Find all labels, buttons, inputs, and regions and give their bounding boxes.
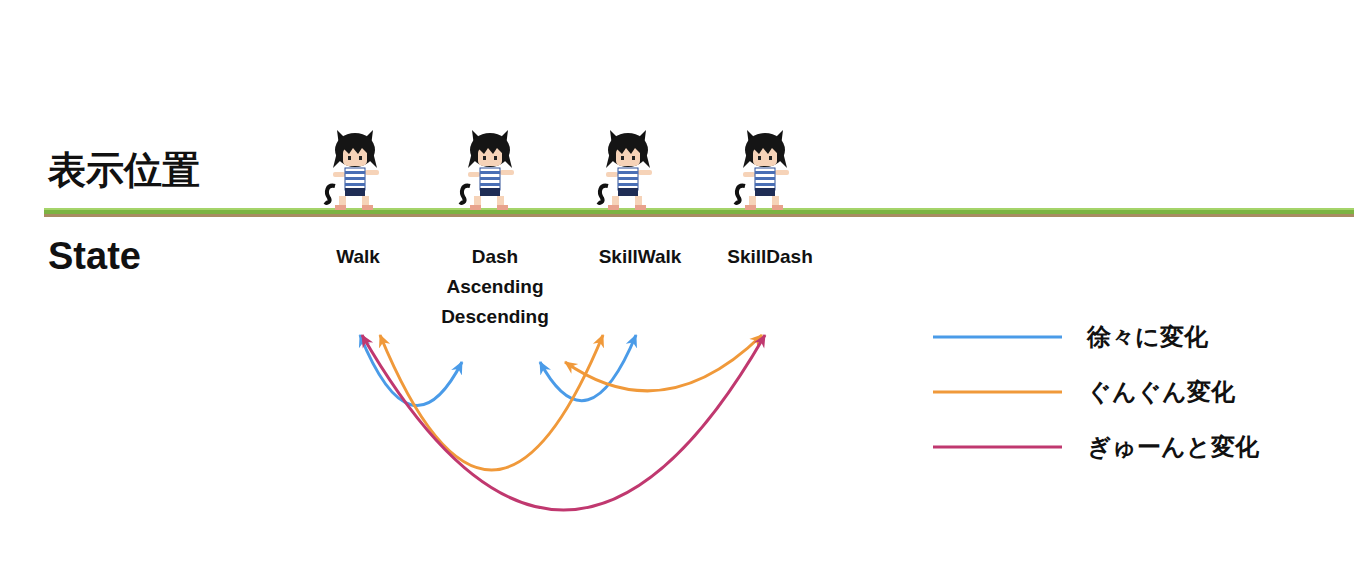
state-node: Walk <box>320 242 396 335</box>
legend-label: 徐々に変化 <box>1087 322 1208 352</box>
transition-arrow <box>360 335 462 406</box>
legend-line <box>933 446 1062 449</box>
cat-sprite <box>325 130 379 210</box>
legend-line <box>933 336 1062 339</box>
ground-line <box>44 214 1354 217</box>
transition-arrow <box>565 335 762 391</box>
row-label: State <box>48 234 141 278</box>
legend-line <box>933 391 1062 394</box>
transition-arrow <box>380 335 603 470</box>
legend-label: ぐんぐん変化 <box>1087 377 1235 407</box>
transition-arrow <box>362 335 765 510</box>
legend-label: ぎゅーんと変化 <box>1087 432 1259 462</box>
grass-highlight <box>44 208 1354 210</box>
cat-sprite <box>598 130 652 210</box>
state-name: Walk <box>320 242 396 272</box>
state-node: SkillWalk <box>585 242 695 335</box>
state-node: SkillDash <box>715 242 825 335</box>
state-name: SkillWalk <box>585 242 695 272</box>
state-name: Dash Ascending Descending <box>430 242 560 332</box>
diagram-title: 表示位置 <box>48 148 200 192</box>
state-node: Dash Ascending Descending <box>420 242 570 362</box>
state-name: SkillDash <box>715 242 825 272</box>
cat-sprite <box>735 130 789 210</box>
cat-sprite <box>460 130 514 210</box>
grass-strip <box>44 208 1354 214</box>
